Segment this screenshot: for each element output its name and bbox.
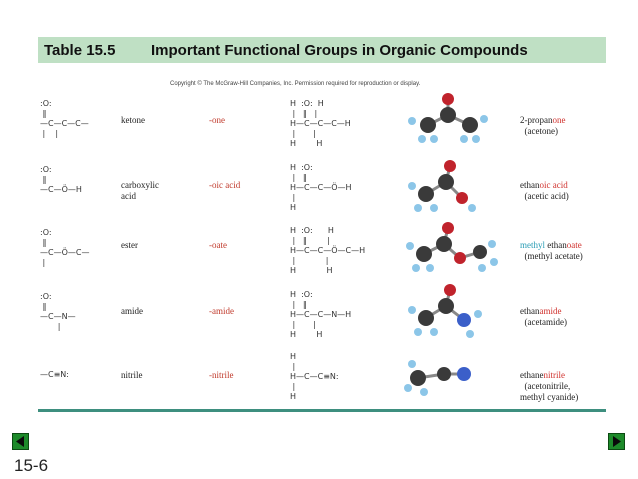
suffix-carboxylic-acid: -oic acid [209, 180, 241, 190]
example-structure-ketone: H :O: H | ‖ | H—C—C—C—H | | H H [290, 99, 351, 148]
group-name-amide: amide [121, 306, 143, 316]
general-structure-nitrile: —C≡N: [40, 370, 69, 379]
table-title: Important Functional Groups in Organic C… [151, 42, 528, 59]
example-structure-amide: H :O: | ‖ H—C—C—N—H | | H H [290, 290, 352, 339]
compound-name-nitrile: ethanenitrile (acetonitrile, methyl cyan… [520, 370, 579, 402]
compound-name-amide: ethanamide (acetamide) [520, 306, 567, 327]
compound-name-ketone: 2-propanone (acetone) [520, 115, 566, 136]
group-name-nitrile: nitrile [121, 370, 143, 380]
general-structure-carboxylic-acid: :O: ‖ —C—Ö—H [40, 165, 82, 194]
general-structure-ester: :O: ‖ —C—Ö—C— | [40, 228, 90, 267]
copyright-notice: Copyright © The McGraw-Hill Companies, I… [170, 81, 421, 87]
slide-number: 15-6 [14, 456, 49, 475]
table-bottom-rule [38, 409, 606, 412]
compound-name-ester: methyl ethanoate (methyl acetate) [520, 240, 583, 261]
general-structure-ketone: :O: ‖ —C—C—C— | | [40, 99, 89, 138]
suffix-ester: -oate [209, 240, 227, 250]
compound-name-carboxylic-acid: ethanoic acid (acetic acid) [520, 180, 569, 201]
ball-stick-model-amide [408, 284, 482, 338]
example-structure-ester: H :O: H | ‖ | H—C—C—Ö—C—H | | H H [290, 226, 366, 275]
ball-stick-model-ketone [408, 93, 488, 143]
title-bar [38, 37, 606, 63]
group-name-carboxylic-acid: carboxylic acid [121, 180, 159, 201]
example-structure-carboxylic-acid: H :O: | ‖ H—C—C—Ö—H | H [290, 163, 352, 212]
suffix-ketone: -one [209, 115, 225, 125]
group-name-ester: ester [121, 240, 138, 250]
group-name-ketone: ketone [121, 115, 145, 125]
ball-stick-model-ester [406, 222, 498, 272]
triangle-right-icon [613, 436, 621, 447]
triangle-left-icon [16, 436, 24, 447]
next-slide-button[interactable] [608, 433, 625, 450]
ball-stick-model-carboxylic-acid [408, 160, 476, 212]
previous-slide-button[interactable] [12, 433, 29, 450]
general-structure-amide: :O: ‖ —C—N— | [40, 292, 76, 331]
table-number: Table 15.5 [44, 42, 116, 59]
suffix-nitrile: -nitrile [209, 370, 234, 380]
suffix-amide: -amide [209, 306, 234, 316]
example-structure-nitrile: H | H—C—C≡N: | H [290, 352, 339, 401]
ball-stick-model-nitrile [404, 360, 471, 396]
